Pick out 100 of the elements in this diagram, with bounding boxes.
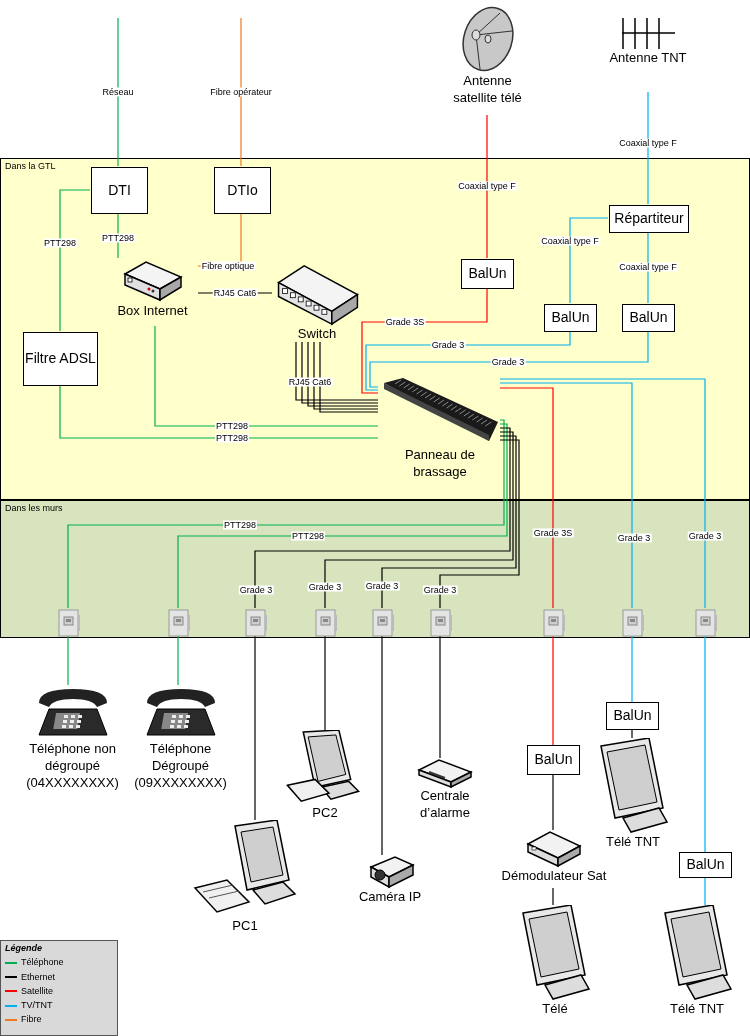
cable-line <box>381 435 517 609</box>
wall-socket-icon <box>245 609 267 637</box>
legend-text: Ethernet <box>21 971 56 983</box>
edge-label: RJ45 Cat6 <box>287 377 333 387</box>
wall-socket-icon <box>372 609 394 637</box>
edge-label: Grade 3 <box>364 581 400 591</box>
equipment-box: BalUn <box>622 304 675 332</box>
device-label: Antenne TNT <box>609 50 687 67</box>
equipment-box: BalUn <box>527 745 580 775</box>
wall-socket-icon <box>430 609 452 637</box>
cable-line <box>704 877 706 906</box>
cable-line <box>117 17 119 167</box>
cable-line <box>67 635 69 686</box>
edge-label: Grade 3 <box>430 340 466 350</box>
edge-label: Coaxial type F <box>618 138 678 148</box>
edge-label: Réseau <box>101 87 135 97</box>
edge-label: Fibre optique <box>200 261 256 271</box>
edge-label: Grade 3 <box>616 533 652 543</box>
edge-label: Coaxial type F <box>618 262 678 272</box>
cable-line <box>59 189 91 332</box>
cable-line <box>552 635 554 746</box>
cable-line <box>177 635 179 686</box>
cable-line <box>499 382 633 609</box>
equipment-box: BalUn <box>679 852 732 878</box>
equipment-box: Répartiteur <box>609 205 689 233</box>
cable-line <box>59 384 379 439</box>
equipment-box: BalUn <box>461 259 514 289</box>
edge-label: Grade 3 <box>307 582 343 592</box>
cable-line <box>499 387 554 609</box>
equipment-box: DTI <box>91 167 148 214</box>
edge-label: PTT298 <box>291 531 325 541</box>
cable-line <box>552 774 554 831</box>
cable-line <box>552 887 554 906</box>
zone-label: Dans les murs <box>5 503 63 515</box>
wall-socket-icon <box>543 609 565 637</box>
edge-label: Coaxial type F <box>457 181 517 191</box>
cable-line <box>631 635 633 703</box>
legend-text: TV/TNT <box>21 1000 53 1012</box>
zone-label: Dans la GTL <box>5 161 56 173</box>
device-label: Téléphone non dégroupé (04XXXXXXXX) <box>25 741 120 792</box>
wall-socket-icon <box>622 609 644 637</box>
cable-line <box>67 419 505 609</box>
equipment-box: BalUn <box>544 304 597 332</box>
legend-title: Légende <box>5 943 43 955</box>
device-label: Switch <box>297 326 337 343</box>
equipment-box: Filtre ADSL <box>23 332 98 386</box>
legend-text: Fibre <box>21 1014 42 1026</box>
cable-line <box>704 635 706 853</box>
edge-label: RJ45 Cat6 <box>212 288 258 298</box>
device-label: PC2 <box>312 805 338 822</box>
edge-label: PTT298 <box>43 238 77 248</box>
cable-line <box>154 325 379 427</box>
cable-line <box>381 635 383 856</box>
device-label: Télé TNT <box>606 834 660 851</box>
edge-label: PTT298 <box>215 433 249 443</box>
wall-socket-icon <box>695 609 717 637</box>
cable-line <box>254 635 256 821</box>
cable-line <box>240 17 242 167</box>
legend-text: Satellite <box>21 985 54 997</box>
edge-label: Grade 3S <box>532 528 574 538</box>
cable-line <box>439 439 520 609</box>
legend-text: Téléphone <box>21 957 64 969</box>
device-label: PC1 <box>232 918 258 935</box>
cable-line <box>647 231 649 304</box>
equipment-box: BalUn <box>606 702 659 730</box>
edge-label: Grade 3S <box>384 317 426 327</box>
device-label: Téléphone Dégroupé (09XXXXXXXX) <box>133 741 228 792</box>
cable-line <box>369 330 649 388</box>
device-label: Centrale d’alarme <box>419 788 471 822</box>
cable-line <box>647 91 649 205</box>
edge-label: Coaxial type F <box>540 236 600 246</box>
device-label: Télé TNT <box>670 1001 724 1018</box>
cable-line <box>254 427 511 609</box>
device-label: Panneau de brassage <box>403 447 477 481</box>
wall-socket-icon <box>315 609 337 637</box>
device-label: Box Internet <box>117 303 188 320</box>
cable-line <box>499 378 706 609</box>
edge-label: Grade 3 <box>238 585 274 595</box>
cable-line <box>324 635 326 731</box>
cable-line <box>569 217 609 304</box>
cable-line <box>486 114 488 259</box>
cable-line <box>631 729 633 739</box>
edge-label: Grade 3 <box>422 585 458 595</box>
wall-socket-icon <box>168 609 190 637</box>
edge-label: Grade 3 <box>490 357 526 367</box>
device-label: Démodulateur Sat <box>501 868 607 885</box>
edge-label: PTT298 <box>101 233 135 243</box>
edge-label: PTT298 <box>223 520 257 530</box>
equipment-box: DTIo <box>214 167 271 214</box>
device-label: Télé <box>542 1001 568 1018</box>
wall-socket-icon <box>58 609 80 637</box>
device-label: Caméra IP <box>358 889 422 906</box>
cable-line <box>295 341 379 401</box>
edge-label: Grade 3 <box>687 531 723 541</box>
cable-line <box>439 635 441 759</box>
edge-label: PTT298 <box>215 421 249 431</box>
device-label: Antenne satellite télé <box>452 73 523 107</box>
edge-label: Fibre opérateur <box>209 87 273 97</box>
cable-line <box>324 431 514 609</box>
cable-line <box>177 423 508 609</box>
